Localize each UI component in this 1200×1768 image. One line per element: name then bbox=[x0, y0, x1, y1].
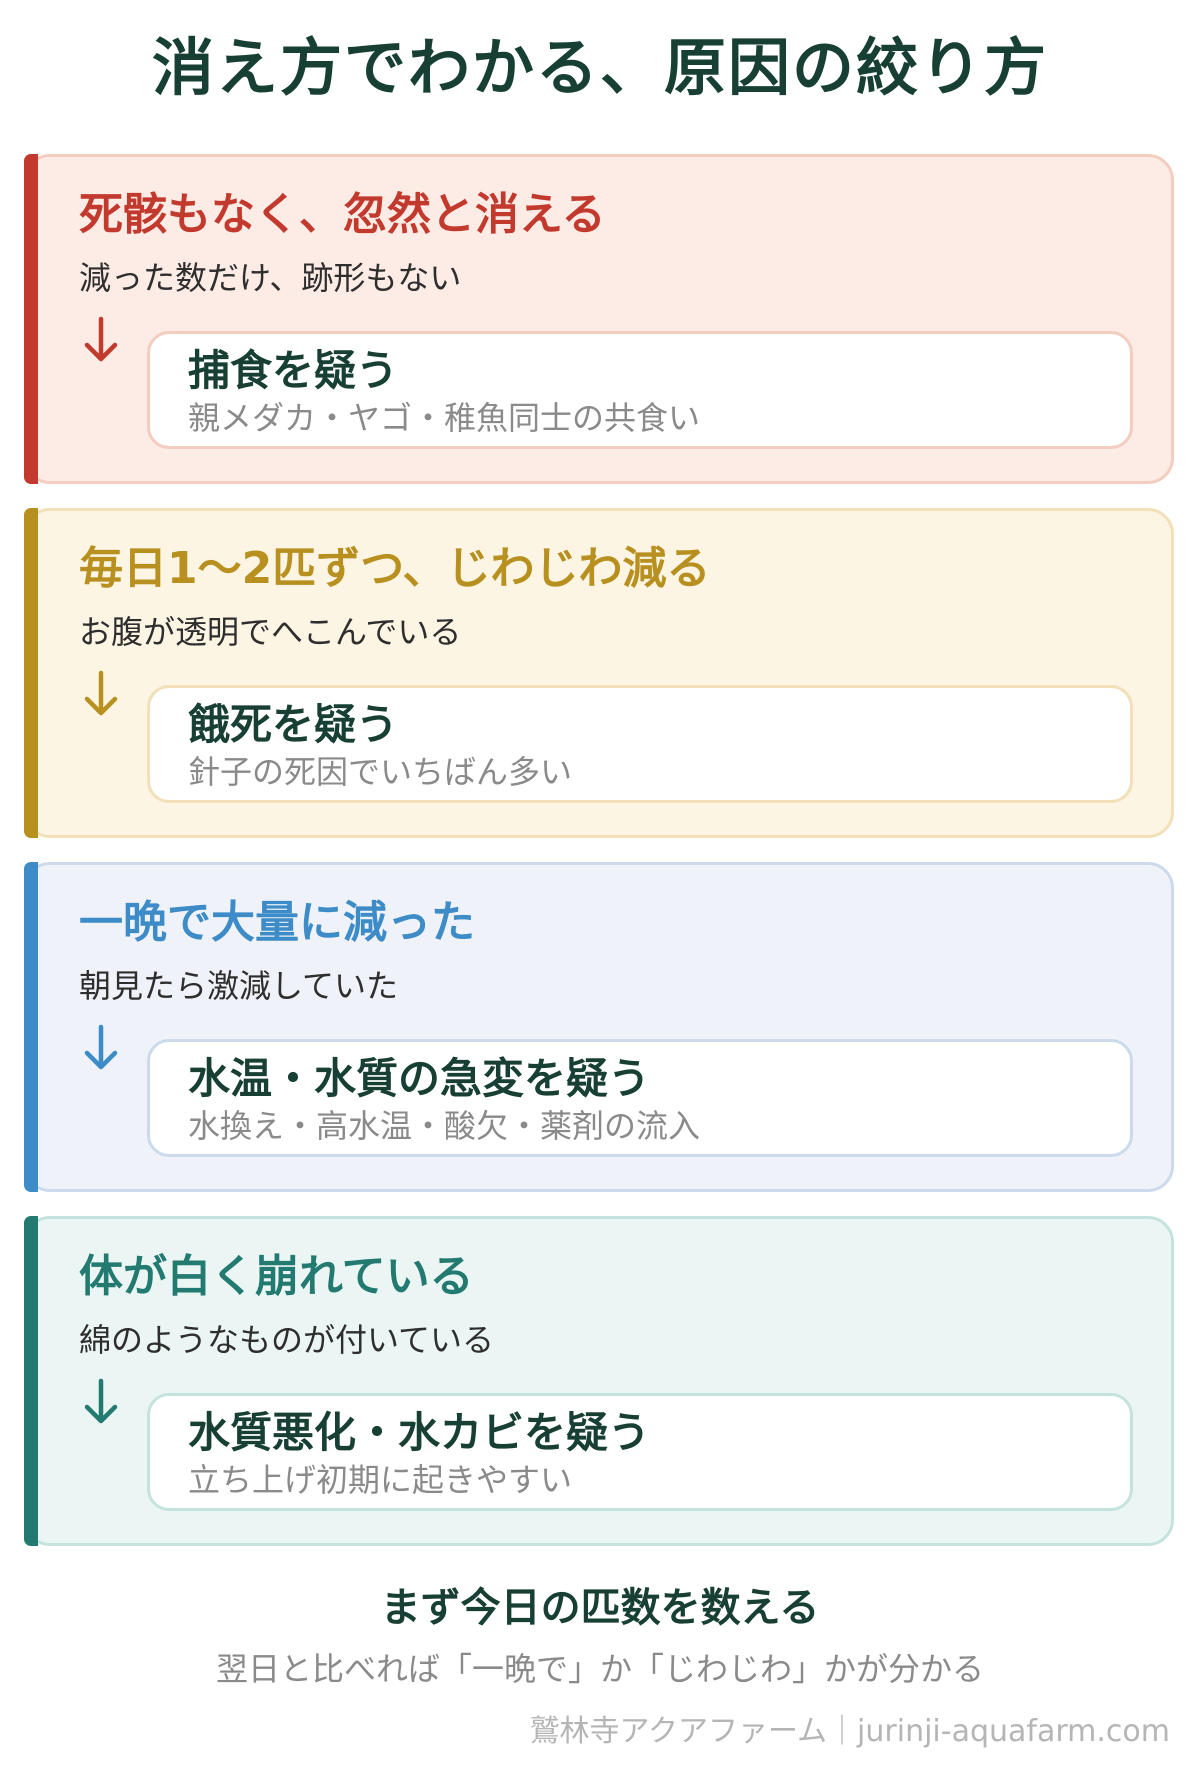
accent-bar bbox=[24, 508, 38, 838]
accent-bar bbox=[24, 154, 38, 484]
cause-card-predation: 死骸もなく、忽然と消える 減った数だけ、跡形もない 捕食を疑う 親メダカ・ヤゴ・… bbox=[24, 154, 1174, 484]
card-symptom: お腹が透明でへこんでいる bbox=[79, 613, 462, 651]
suspect-box: 水温・水質の急変を疑う 水換え・高水温・酸欠・薬剤の流入 bbox=[147, 1039, 1133, 1157]
arrow-down-icon bbox=[84, 1024, 118, 1070]
card-symptom: 減った数だけ、跡形もない bbox=[79, 259, 462, 297]
suspect-detail: 針子の死因でいちばん多い bbox=[188, 753, 573, 791]
cause-card-starvation: 毎日1〜2匹ずつ、じわじわ減る お腹が透明でへこんでいる 餓死を疑う 針子の死因… bbox=[24, 508, 1174, 838]
cause-card-water-mold: 体が白く崩れている 綿のようなものが付いている 水質悪化・水カビを疑う 立ち上げ… bbox=[24, 1216, 1174, 1546]
suspect-detail: 立ち上げ初期に起きやすい bbox=[188, 1461, 573, 1499]
suspect-label: 水温・水質の急変を疑う bbox=[188, 1054, 651, 1103]
arrow-down-icon bbox=[84, 670, 118, 716]
cause-card-water-change: 一晩で大量に減った 朝見たら激減していた 水温・水質の急変を疑う 水換え・高水温… bbox=[24, 862, 1174, 1192]
card-heading: 一晩で大量に減った bbox=[79, 897, 475, 948]
suspect-label: 捕食を疑う bbox=[188, 346, 399, 395]
card-symptom: 朝見たら激減していた bbox=[79, 967, 399, 1005]
card-heading: 毎日1〜2匹ずつ、じわじわ減る bbox=[79, 543, 711, 594]
suspect-detail: 親メダカ・ヤゴ・稚魚同士の共食い bbox=[188, 399, 701, 437]
suspect-label: 水質悪化・水カビを疑う bbox=[188, 1408, 651, 1457]
suspect-detail: 水換え・高水温・酸欠・薬剤の流入 bbox=[188, 1107, 701, 1145]
accent-bar bbox=[24, 1216, 38, 1546]
card-heading: 死骸もなく、忽然と消える bbox=[79, 189, 606, 240]
credit-text: 鷲林寺アクアファーム｜jurinji-aquafarm.com bbox=[529, 1714, 1170, 1749]
suspect-box: 餓死を疑う 針子の死因でいちばん多い bbox=[147, 685, 1133, 803]
suspect-box: 水質悪化・水カビを疑う 立ち上げ初期に起きやすい bbox=[147, 1393, 1133, 1511]
footer-title: まず今日の匹数を数える bbox=[380, 1585, 820, 1631]
suspect-label: 餓死を疑う bbox=[188, 700, 399, 749]
footer-subtitle: 翌日と比べれば「一晩で」か「じわじわ」かが分かる bbox=[215, 1650, 984, 1688]
accent-bar bbox=[24, 862, 38, 1192]
card-symptom: 綿のようなものが付いている bbox=[79, 1321, 495, 1359]
arrow-down-icon bbox=[84, 316, 118, 362]
card-heading: 体が白く崩れている bbox=[79, 1251, 474, 1302]
suspect-box: 捕食を疑う 親メダカ・ヤゴ・稚魚同士の共食い bbox=[147, 331, 1133, 449]
page-title: 消え方でわかる、原因の絞り方 bbox=[151, 31, 1048, 104]
arrow-down-icon bbox=[84, 1378, 118, 1424]
